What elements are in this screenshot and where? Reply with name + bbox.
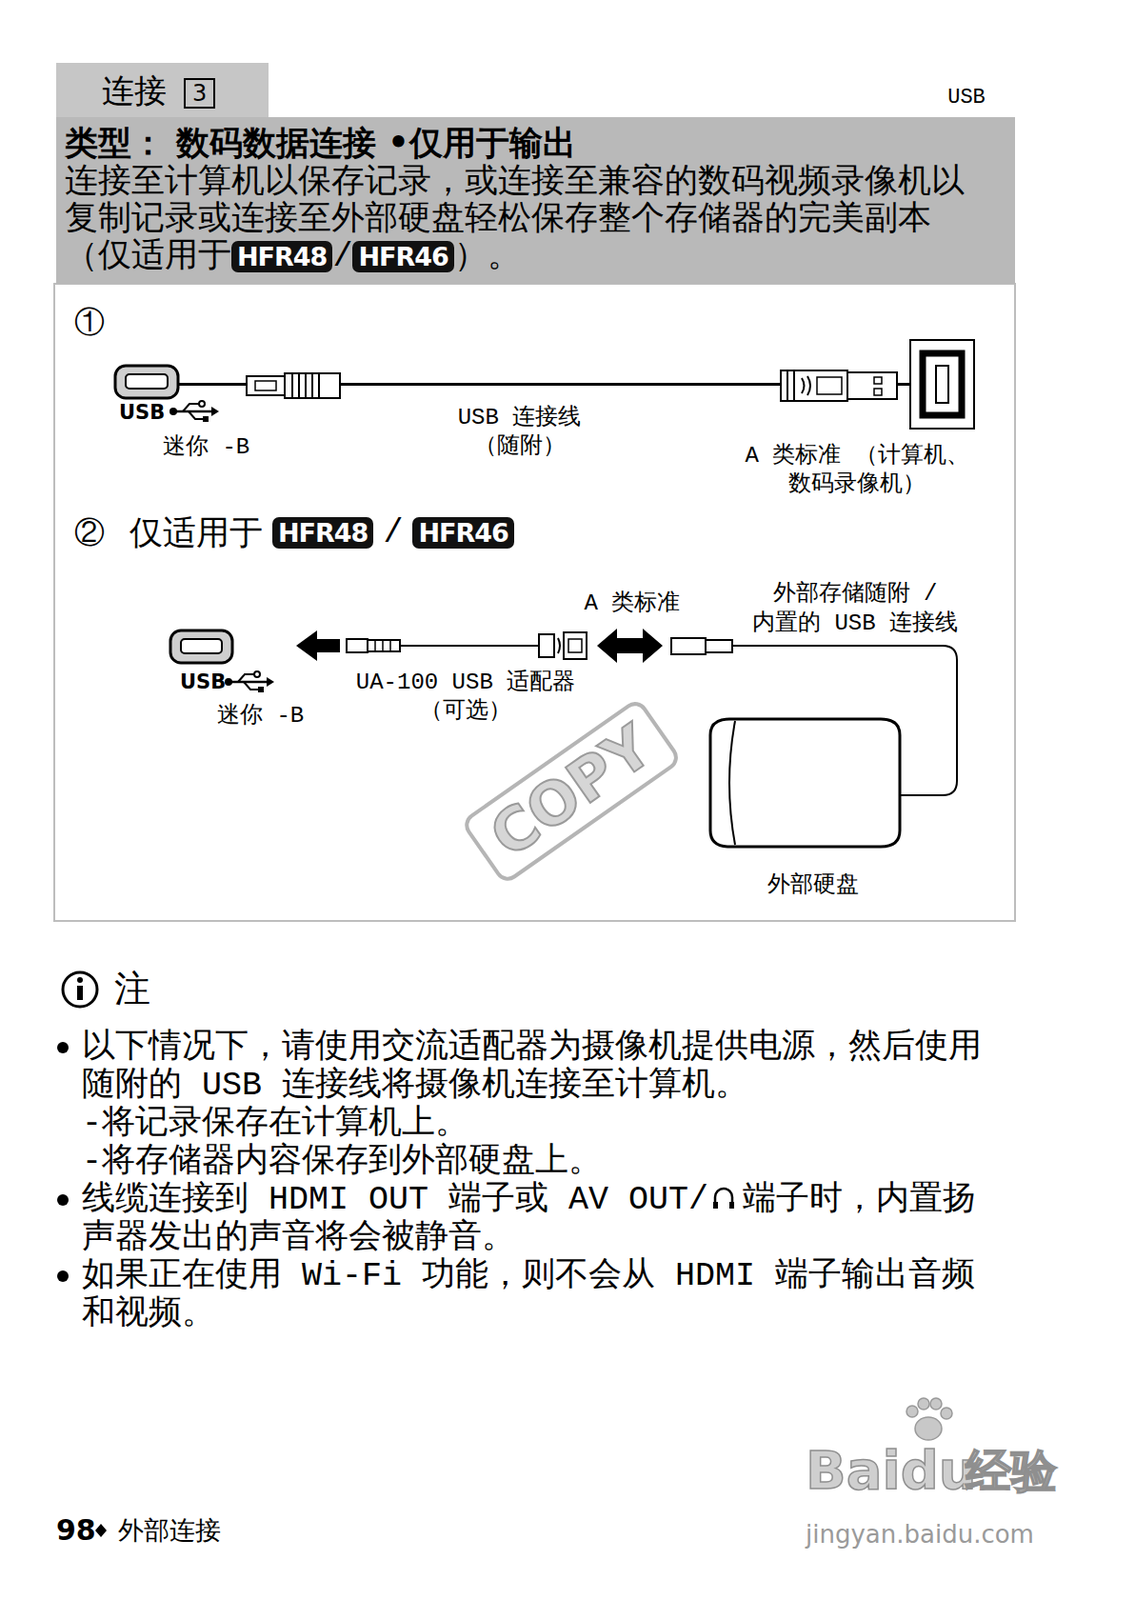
bullet-dot xyxy=(57,1041,69,1054)
usb-a-plug xyxy=(780,370,897,401)
port-type: A 类标准 （计算机、数码录像机） xyxy=(714,441,1000,499)
ua-100-adapter xyxy=(346,632,587,659)
cable-label: 外部存储随附 / 内置的 USB 连接线 xyxy=(740,578,970,638)
note-item: -将存储器内容保存到外部硬盘上。 xyxy=(81,1142,987,1181)
footer-diamond xyxy=(95,1523,107,1537)
adapter-label: UA-100 USB 适配器 （可选） xyxy=(337,668,595,726)
double-arrow xyxy=(597,628,663,663)
note-text: 以下情况下，请使用交流适配器为摄像机提供电源，然后使用随附的 USB 连接线将摄… xyxy=(81,1028,982,1105)
model-badge: HFR46 xyxy=(352,240,454,273)
model-badge: HFR46 xyxy=(412,517,514,549)
baidu-paw xyxy=(906,1397,953,1440)
note-item: 如果正在使用 Wi-Fi 功能，则不会从 HDMI 端子输出音频和视频。 xyxy=(81,1256,987,1334)
copy-watermark: COPY xyxy=(459,696,683,887)
port-slot xyxy=(125,374,168,389)
bullet-dot xyxy=(57,1270,69,1282)
usb-symbol xyxy=(224,671,275,693)
device-label: 外部硬盘 xyxy=(767,872,859,900)
note-item: 线缆连接到 HDMI OUT 端子或 AV OUT/端子时，内置扬声器发出的声音… xyxy=(81,1180,987,1257)
section-tab: 连接 3 xyxy=(56,62,269,120)
diagram-frame xyxy=(54,283,1016,921)
type-heading: 类型： 数码数据连接 •仅用于输出 xyxy=(64,122,577,163)
page-number: 98 xyxy=(56,1513,97,1548)
note-text: -将存储器内容保存到外部硬盘上。 xyxy=(81,1142,602,1181)
usb-symbol xyxy=(169,400,220,422)
usb-a-port: A 类标准 （计算机、数码录像机） xyxy=(910,339,975,429)
headphone-icon xyxy=(710,1183,737,1213)
callout-number: ① xyxy=(74,306,105,343)
mini-b-plug xyxy=(246,373,340,399)
note-text: 如果正在使用 Wi-Fi 功能，则不会从 HDMI 端子输出音频和视频。 xyxy=(81,1256,976,1334)
mini-b-port: USB迷你 -B xyxy=(115,365,179,399)
cable-label: USB 连接线 （随附） xyxy=(443,403,597,461)
mini-b-port-shape xyxy=(170,630,233,663)
notes: 以下情况下，请使用交流适配器为摄像机提供电源，然后使用随附的 USB 连接线将摄… xyxy=(81,1028,987,1334)
direction-arrow xyxy=(296,630,340,661)
callout-number: ② xyxy=(74,512,105,555)
applies-text: / xyxy=(382,514,403,553)
type-band: 类型： 数码数据连接 •仅用于输出连接至计算机以保存记录，或连接至兼容的数码视频… xyxy=(56,117,1016,284)
info-icon xyxy=(62,972,98,1007)
usb-a-port-tongue xyxy=(935,365,949,403)
applies-text: 仅适用于 xyxy=(129,510,263,556)
bullet-dot xyxy=(57,1194,69,1206)
note-text: -将记录保存在计算机上。 xyxy=(81,1104,469,1143)
external-hdd xyxy=(710,718,900,847)
note-heading: 注 xyxy=(114,967,151,1012)
description-text: / xyxy=(332,238,353,277)
port-type: 迷你 -B xyxy=(162,434,250,462)
note-text: 线缆连接到 HDMI OUT 端子或 AV OUT/ xyxy=(81,1180,709,1219)
tab-title: 连接 xyxy=(101,74,167,114)
watermark-text: 经验 xyxy=(965,1443,1057,1499)
watermark-url: jingyan.baidu.com xyxy=(805,1519,1035,1550)
type-description: 连接至计算机以保存记录，或连接至兼容的数码视频录像机以复制记录或连接至外部硬盘轻… xyxy=(64,164,984,277)
section-label: USB xyxy=(947,85,986,111)
note-item: 以下情况下，请使用交流适配器为摄像机提供电源，然后使用随附的 USB 连接线将摄… xyxy=(81,1028,987,1105)
model-badge: HFR48 xyxy=(231,240,333,273)
note-item: -将记录保存在计算机上。 xyxy=(81,1104,987,1143)
tab-number: 3 xyxy=(183,78,216,109)
section-name: 外部连接 xyxy=(118,1514,221,1546)
usb-mark: USB xyxy=(179,670,226,695)
applies-row: ② 仅适用于 HFR48/ HFR46 xyxy=(74,510,515,556)
model-badge: HFR48 xyxy=(272,517,374,549)
port-type: A 类标准 xyxy=(584,590,681,618)
description-text: ）。 xyxy=(454,238,521,277)
watermark-text: Baidu xyxy=(805,1437,977,1502)
mini-b-port-shape xyxy=(115,365,179,399)
usb-a-port-shape xyxy=(910,339,975,429)
port-slot xyxy=(180,638,222,654)
usb-a-port-inner xyxy=(922,353,962,416)
usb-mark: USB xyxy=(119,400,165,425)
port-type: 迷你 -B xyxy=(217,702,304,731)
